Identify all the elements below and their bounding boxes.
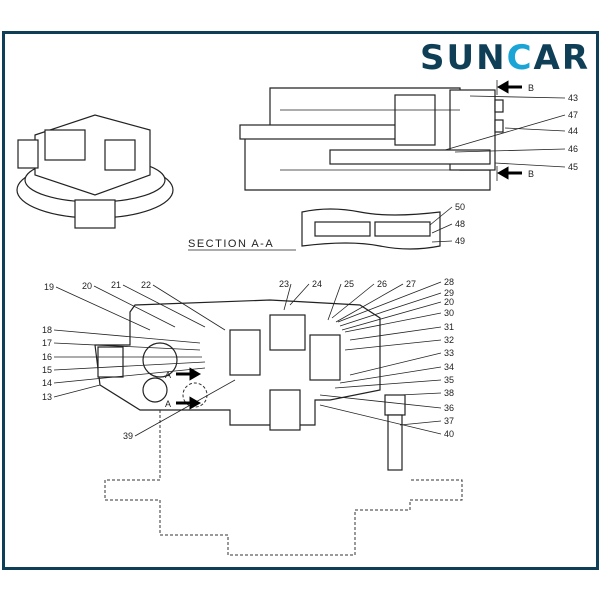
callout-label-47: 47 [568, 110, 578, 120]
callout-label-50: 50 [455, 202, 465, 212]
logo-text-c: C [506, 38, 534, 78]
arrow-icon [176, 367, 202, 381]
leader-line [319, 394, 442, 409]
callout-label-45: 45 [568, 162, 578, 172]
section-marker-a-top: A [165, 370, 171, 380]
callout-label-46: 46 [568, 144, 578, 154]
leader-line [327, 283, 342, 321]
leader-line [494, 162, 566, 168]
leader-line [344, 312, 442, 333]
callout-label-24: 24 [312, 279, 322, 289]
leader-line [289, 283, 310, 306]
leader-line [134, 379, 236, 437]
leader-line [337, 281, 442, 323]
callout-label-20: 20 [82, 281, 92, 291]
callout-label-21: 21 [111, 280, 121, 290]
leader-line [504, 127, 566, 132]
leader-line [152, 284, 226, 331]
callout-label-34: 34 [444, 362, 454, 372]
callout-label-49: 49 [455, 236, 465, 246]
leader-line [283, 283, 292, 311]
leader-line [319, 404, 442, 435]
callout-label-19: 19 [44, 282, 54, 292]
section-a-a-view [188, 208, 441, 251]
leader-line [53, 361, 206, 371]
leader-line [399, 392, 442, 396]
callout-label-32: 32 [444, 335, 454, 345]
leader-line [431, 240, 453, 243]
leader-line [339, 366, 442, 384]
leader-line [334, 379, 442, 389]
section-marker-b-bottom: B [528, 169, 534, 179]
callout-label-27: 27 [406, 279, 416, 289]
callout-label-14: 14 [42, 378, 52, 388]
leader-line [55, 286, 151, 331]
logo-text: SUN [420, 38, 507, 78]
motor-illustration [16, 114, 174, 229]
callout-label-17: 17 [42, 338, 52, 348]
leader-line [349, 352, 442, 376]
leader-line [53, 342, 201, 351]
leader-line [331, 283, 375, 319]
callout-label-43: 43 [568, 93, 578, 103]
arrow-icon [496, 166, 522, 180]
callout-label-36: 36 [444, 403, 454, 413]
leader-line [341, 301, 442, 331]
callout-label-48: 48 [455, 219, 465, 229]
callout-label-38: 38 [444, 388, 454, 398]
callout-label-23: 23 [279, 279, 289, 289]
leader-line [444, 114, 566, 151]
leader-line [469, 95, 566, 99]
top-section-view [239, 87, 504, 191]
leader-line [454, 148, 566, 153]
section-label: SECTION A-A [188, 238, 274, 250]
leader-line [431, 223, 453, 234]
leader-line [429, 206, 453, 226]
leader-line [53, 329, 201, 344]
arrow-icon [176, 396, 202, 410]
callout-label-39: 39 [123, 431, 133, 441]
leader-line [53, 367, 206, 384]
callout-label-33: 33 [444, 348, 454, 358]
leader-line [349, 326, 442, 341]
callout-labels: 43 47 44 46 45 50 48 49 19 20 21 22 18 17 16 15 14 13 39 23… [42, 93, 578, 441]
callout-label-30: 30 [444, 308, 454, 318]
section-marker-a-bottom: A [165, 399, 171, 409]
callout-label-18: 18 [42, 325, 52, 335]
callout-label-40: 40 [444, 429, 454, 439]
leader-line [122, 284, 206, 328]
callout-label-25: 25 [344, 279, 354, 289]
callout-label-26: 26 [377, 279, 387, 289]
logo-text-right: AR [533, 38, 591, 78]
leader-line [339, 292, 442, 327]
callout-label-35: 35 [444, 375, 454, 385]
arrow-icon [496, 80, 522, 94]
suncar-logo: SUNCAR [420, 38, 590, 78]
callout-label-44: 44 [568, 126, 578, 136]
leader-line [335, 283, 404, 323]
callout-label-31: 31 [444, 322, 454, 332]
callout-label-29: 29 [444, 288, 454, 298]
callout-label-37: 37 [444, 416, 454, 426]
callout-label-22: 22 [141, 280, 151, 290]
callout-label-13: 13 [42, 392, 52, 402]
leader-line [53, 384, 101, 398]
callout-label-16: 16 [42, 352, 52, 362]
section-markers: SECTION A-A B B A A [165, 80, 534, 410]
callout-label-20: 20 [444, 297, 454, 307]
section-marker-b-top: B [528, 83, 534, 93]
main-cross-section [94, 299, 463, 556]
callout-label-28: 28 [444, 277, 454, 287]
callout-label-15: 15 [42, 365, 52, 375]
leader-line [399, 420, 442, 426]
leader-line [93, 285, 176, 328]
leader-line [344, 339, 442, 351]
